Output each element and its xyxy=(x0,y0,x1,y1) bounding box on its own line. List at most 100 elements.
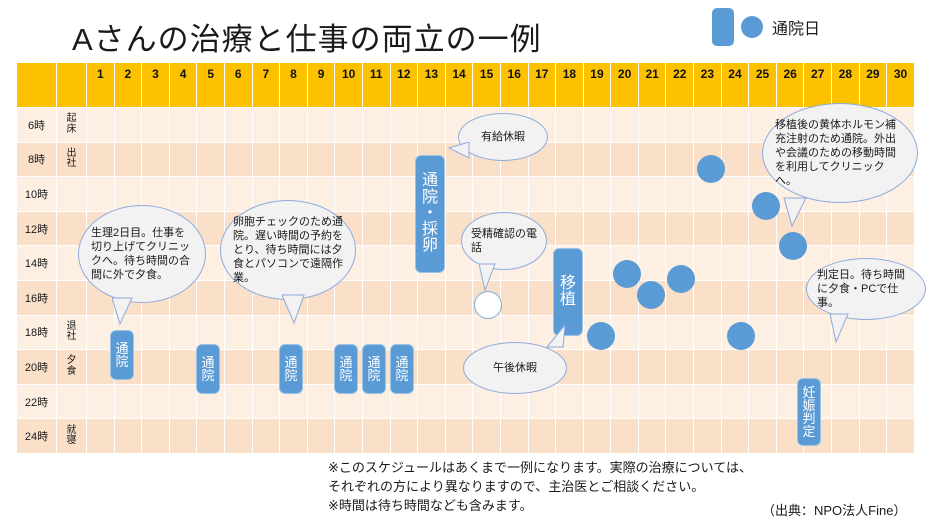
cell-day14-16時 xyxy=(444,279,474,316)
visit-label-day11: 通院 xyxy=(362,344,386,394)
bubble-judgement-day-text: 判定日。待ち時間に夕食・PCで仕事。 xyxy=(817,268,905,310)
cell-day24-8時 xyxy=(720,141,750,178)
cell-day28-22時 xyxy=(831,383,860,420)
cell-day23-12時 xyxy=(693,210,722,247)
legend: 通院日 xyxy=(712,8,820,46)
cell-day21-12時 xyxy=(637,210,667,247)
cell-day5-10時 xyxy=(196,176,225,212)
cell-day4-8時 xyxy=(168,141,198,178)
bubble-fertilization-call-day15: 受精確認の電話 xyxy=(461,212,547,270)
day-header-7: 7 xyxy=(251,62,281,108)
cell-day23-16時 xyxy=(693,279,722,316)
cell-day20-10時 xyxy=(610,176,639,212)
cell-day5-8時 xyxy=(196,141,225,178)
visit-dot-day19 xyxy=(613,260,641,288)
cell-day12-12時 xyxy=(389,210,419,247)
event-label xyxy=(56,176,87,212)
cell-day22-18時 xyxy=(665,314,695,351)
cell-day25-6時 xyxy=(748,107,777,143)
footnote-line-3: ※時間は待ち時間なども含みます。 xyxy=(328,497,533,513)
cell-day14-18時 xyxy=(444,314,474,351)
visit-dot-day18 xyxy=(587,322,615,350)
cell-day28-24時 xyxy=(831,418,860,454)
cell-day13-24時 xyxy=(417,418,446,454)
cell-day29-22時 xyxy=(858,383,888,420)
cell-day4-24時 xyxy=(168,418,198,454)
day-header-21: 21 xyxy=(637,62,667,108)
cell-day1-18時 xyxy=(86,314,115,351)
day-header-5: 5 xyxy=(196,62,225,108)
cell-day12-24時 xyxy=(389,418,419,454)
cell-day20-6時 xyxy=(610,107,639,143)
visit-dot-day20 xyxy=(637,281,665,309)
day-header-20: 20 xyxy=(610,62,639,108)
day-header-15: 15 xyxy=(472,62,501,108)
cell-day13-16時 xyxy=(417,279,446,316)
cell-day6-24時 xyxy=(223,418,253,454)
cell-day9-24時 xyxy=(306,418,336,454)
cell-day16-10時 xyxy=(499,176,529,212)
cell-day13-6時 xyxy=(417,107,446,143)
event-label xyxy=(56,383,87,420)
cell-day24-14時 xyxy=(720,245,750,281)
cell-day22-24時 xyxy=(665,418,695,454)
bubble-judgement-day-day26: 判定日。待ち時間に夕食・PCで仕事。 xyxy=(806,258,926,320)
time-label: 8時 xyxy=(16,141,57,178)
cell-day25-20時 xyxy=(748,349,777,385)
day-header-12: 12 xyxy=(389,62,419,108)
cell-day6-6時 xyxy=(223,107,253,143)
cell-day18-22時 xyxy=(555,383,584,420)
day-header-2: 2 xyxy=(113,62,143,108)
cell-day21-24時 xyxy=(637,418,667,454)
cell-day26-16時 xyxy=(775,279,805,316)
cell-day12-8時 xyxy=(389,141,419,178)
cell-day7-22時 xyxy=(251,383,281,420)
cell-day1-8時 xyxy=(86,141,115,178)
bubble-hormone-injection-text: 移植後の黄体ホルモン補充注射のため通院。外出や会議のための移動時間を利用してクリ… xyxy=(775,118,896,188)
cell-day8-6時 xyxy=(279,107,308,143)
day-header-30: 30 xyxy=(886,62,915,108)
visit-retrieval-label-day13: 通院・採卵 xyxy=(415,155,445,273)
day-header-29: 29 xyxy=(858,62,888,108)
cell-day27-12時 xyxy=(803,210,833,247)
cell-day22-6時 xyxy=(665,107,695,143)
day-header-13: 13 xyxy=(417,62,446,108)
visit-dot-day15-hollow xyxy=(474,291,502,319)
cell-day1-22時 xyxy=(86,383,115,420)
cell-day23-22時 xyxy=(693,383,722,420)
bubble-period-day2: 生理2日目。仕事を切り上げてクリニックへ。待ち時間の合間に外で夕食。 xyxy=(78,205,206,303)
cell-day18-12時 xyxy=(555,210,584,247)
cell-day3-20時 xyxy=(141,349,170,385)
bubble-follicle-check-text: 卵胞チェックのため通院。遅い時間の予約をとり、待ち時間には夕食とパソコンで遠隔作… xyxy=(233,215,343,285)
cell-day27-20時 xyxy=(803,349,833,385)
visit-label-day10: 通院 xyxy=(334,344,358,394)
cell-day24-12時 xyxy=(720,210,750,247)
cell-day23-14時 xyxy=(693,245,722,281)
cell-day19-10時 xyxy=(582,176,612,212)
time-label: 10時 xyxy=(16,176,57,212)
cell-day12-6時 xyxy=(389,107,419,143)
time-label: 14時 xyxy=(16,245,57,281)
day-header-3: 3 xyxy=(141,62,170,108)
day-header-1: 1 xyxy=(86,62,115,108)
day-header-14: 14 xyxy=(444,62,474,108)
cell-day22-12時 xyxy=(665,210,695,247)
cell-day19-22時 xyxy=(582,383,612,420)
event-label: 就寝 xyxy=(56,418,87,454)
cell-day11-18時 xyxy=(361,314,391,351)
day-header-19: 19 xyxy=(582,62,612,108)
cell-day24-22時 xyxy=(720,383,750,420)
cell-day5-6時 xyxy=(196,107,225,143)
bubble-fertilization-call-text: 受精確認の電話 xyxy=(471,227,537,254)
day-header-4: 4 xyxy=(168,62,198,108)
cell-day22-20時 xyxy=(665,349,695,385)
cell-day4-18時 xyxy=(168,314,198,351)
cell-day12-10時 xyxy=(389,176,419,212)
cell-day30-12時 xyxy=(886,210,915,247)
cell-day13-18時 xyxy=(417,314,446,351)
cell-day17-24時 xyxy=(527,418,557,454)
cell-day6-18時 xyxy=(223,314,253,351)
time-label: 20時 xyxy=(16,349,57,385)
event-label: 退社 xyxy=(56,314,87,351)
day-header-22: 22 xyxy=(665,62,695,108)
